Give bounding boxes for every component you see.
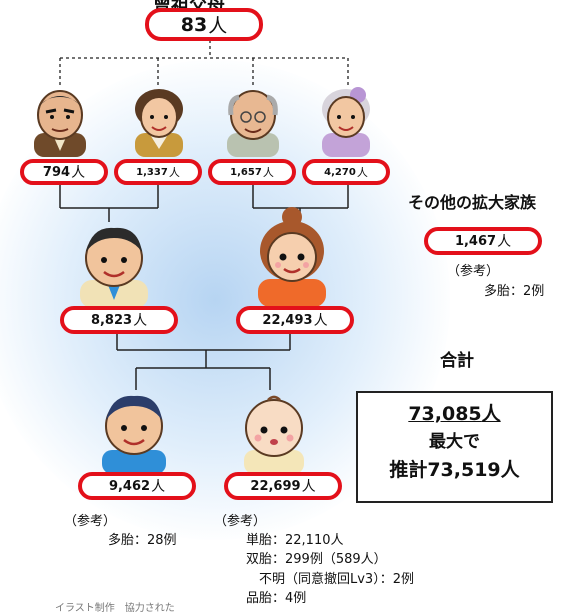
mother-figure bbox=[258, 207, 326, 307]
total-unit: 人 bbox=[481, 403, 501, 425]
extended-pill: 1,467 人 bbox=[424, 227, 542, 255]
child2-ref-line-3: 不明（同意撤回Lv3）：2例 bbox=[246, 572, 414, 587]
grandmother-2-figure bbox=[322, 87, 370, 157]
total-title: 合計 bbox=[440, 351, 474, 371]
extended-count: 1,467 bbox=[454, 233, 497, 249]
child1-ref-title: （参考） bbox=[64, 514, 117, 529]
father-figure bbox=[80, 227, 148, 308]
gg-pill-2: 1,337 人 bbox=[114, 159, 202, 185]
top-count: 83 bbox=[180, 13, 208, 36]
child1-count: 9,462 bbox=[108, 478, 151, 494]
total-box: 73,085人 最大で 推計73,519人 bbox=[356, 391, 553, 503]
child2-ref-line-1: 単胎：22,110人 bbox=[246, 533, 344, 548]
baby-figure bbox=[244, 395, 304, 474]
top-count-pill: 83 人 bbox=[145, 8, 263, 41]
mother-count: 22,493 bbox=[262, 312, 313, 328]
gg-count-4: 4,270 bbox=[324, 166, 356, 178]
grandfather-1-figure bbox=[34, 90, 86, 157]
child2-count: 22,699 bbox=[250, 478, 301, 494]
father-unit: 人 bbox=[133, 313, 148, 329]
extended-unit: 人 bbox=[497, 234, 512, 250]
top-unit: 人 bbox=[208, 15, 228, 37]
gg-unit-2: 人 bbox=[168, 166, 180, 179]
child1-unit: 人 bbox=[151, 479, 166, 495]
child2-ref-title: （参考） bbox=[214, 514, 267, 529]
child2-ref-line-4: 品胎：4例 bbox=[246, 591, 307, 606]
child2-unit: 人 bbox=[301, 479, 316, 495]
gg-pill-4: 4,270 人 bbox=[302, 159, 390, 185]
child-pill-1: 9,462 人 bbox=[78, 472, 196, 500]
total-line-3: 推計73,519人 bbox=[389, 459, 520, 481]
dashed-connectors bbox=[59, 40, 349, 88]
mother-unit: 人 bbox=[313, 313, 328, 329]
gg-count-3: 1,657 bbox=[230, 166, 262, 178]
solid-connectors bbox=[59, 184, 349, 390]
father-count: 8,823 bbox=[90, 312, 133, 328]
total-line-2: 最大で bbox=[429, 432, 480, 452]
illustration-caption: イラスト制作 協力された bbox=[55, 603, 175, 614]
child-pill-2: 22,699 人 bbox=[224, 472, 342, 500]
extended-ref-line: 多胎：2例 bbox=[484, 284, 545, 299]
child2-ref-line-2: 双胎：299例（589人） bbox=[246, 552, 387, 567]
gg-count-2: 1,337 bbox=[136, 166, 168, 178]
gg-pill-3: 1,657 人 bbox=[208, 159, 296, 185]
gg-unit-3: 人 bbox=[262, 166, 274, 179]
child1-ref-line: 多胎：28例 bbox=[108, 533, 177, 548]
gg-unit-4: 人 bbox=[356, 166, 368, 179]
parent-pill-father: 8,823 人 bbox=[60, 306, 178, 334]
boy-figure bbox=[102, 395, 166, 474]
gg-unit-1: 人 bbox=[71, 165, 86, 181]
parent-pill-mother: 22,493 人 bbox=[236, 306, 354, 334]
grandfather-2-figure bbox=[227, 90, 279, 157]
grandmother-1-figure bbox=[135, 89, 183, 157]
gg-count-1: 794 bbox=[42, 164, 71, 180]
extended-title: その他の拡大家族 bbox=[408, 193, 537, 212]
extended-ref-title: （参考） bbox=[447, 264, 500, 279]
gg-pill-1: 794 人 bbox=[20, 159, 108, 185]
total-line-1: 73,085人 bbox=[358, 400, 551, 428]
total-count: 73,085 bbox=[408, 403, 482, 425]
